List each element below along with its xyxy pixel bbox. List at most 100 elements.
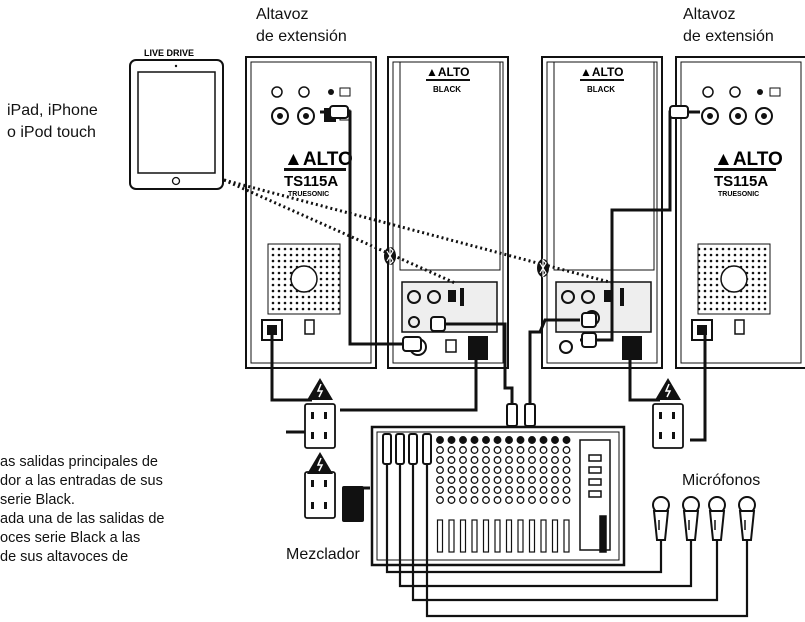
mixer-knob	[493, 496, 502, 504]
series-label-right: TRUESONIC	[718, 191, 759, 198]
live-drive-label: LIVE DRIVE	[144, 48, 194, 58]
mixer-knob	[539, 456, 548, 464]
instruction-line-4: ada una de las salidas de	[0, 511, 165, 527]
mixer-knob	[447, 496, 456, 504]
mixer-knob	[505, 476, 513, 484]
mixer-knob	[459, 486, 467, 494]
mixer-fader	[459, 519, 467, 553]
mixer-knob	[562, 486, 571, 494]
mixer-knob	[493, 456, 502, 464]
xlr-plugs	[329, 105, 689, 427]
mixer-knob	[436, 466, 444, 474]
mixer-knob	[551, 436, 559, 444]
speaker-branding-right: ▲ALTO TS115A TRUESONIC	[714, 149, 783, 198]
extension-speaker-right	[675, 56, 805, 369]
mixer-knob	[436, 446, 444, 454]
mixer-knob	[528, 496, 536, 504]
series-label-left: TRUESONIC	[288, 191, 329, 198]
mixer-knob	[493, 476, 502, 484]
mixer-knob	[562, 466, 571, 474]
brand-logo-black-right: ▲ALTO	[580, 65, 623, 79]
mixer-fader	[563, 519, 570, 553]
mixer-knob	[447, 436, 456, 444]
mixer-knob	[470, 456, 479, 464]
mixer-fader	[540, 519, 547, 553]
ext-left-label-line1: Altavoz	[256, 6, 309, 23]
mixer-knob	[447, 446, 456, 454]
mixer-knob	[436, 436, 444, 444]
mixer-knob	[551, 486, 559, 494]
mixer-knob	[562, 436, 571, 444]
instructions-text: as salidas principales de dor a las entr…	[0, 453, 234, 567]
mixer-knob	[562, 446, 571, 454]
mixer-knob	[436, 476, 444, 484]
mixer-knob	[482, 476, 490, 484]
brand-logo-right: ▲ALTO	[714, 149, 783, 170]
mixer-knob	[528, 476, 536, 484]
ext-right-label-line1: Altavoz	[683, 6, 736, 23]
mixer-knob	[505, 436, 513, 444]
mixer-knob	[516, 476, 525, 484]
black-speaker-left: ▲ALTO BLACK	[387, 56, 509, 369]
brand-logo-black-left: ▲ALTO	[426, 65, 469, 79]
mixer-knob	[447, 476, 456, 484]
mixer-knob	[562, 496, 571, 504]
mixer-knob	[551, 466, 559, 474]
mixer-knob	[470, 436, 479, 444]
mixer-knob	[551, 446, 559, 454]
ipad-device	[129, 59, 224, 190]
mixer-knob	[459, 456, 467, 464]
mixer-knobs	[436, 436, 571, 553]
mixer-knob	[528, 486, 536, 494]
mixer-label: Mezclador	[286, 546, 360, 563]
mixer-knob	[516, 456, 525, 464]
mixer-knob	[528, 456, 536, 464]
mixer-knob	[516, 436, 525, 444]
mixer-knob	[493, 486, 502, 494]
extension-speaker-left	[245, 56, 377, 369]
mixer-knob	[493, 436, 502, 444]
mixer-knob	[459, 496, 467, 504]
mixer-knob	[505, 486, 513, 494]
mixer-knob	[551, 496, 559, 504]
microphone-icon	[682, 496, 700, 541]
mixer-knob	[493, 446, 502, 454]
instruction-line-1: as salidas principales de	[0, 454, 158, 470]
mixer-knob	[459, 466, 467, 474]
mixer-knob	[470, 476, 479, 484]
mixer-knob	[505, 446, 513, 454]
mixer-knob	[528, 436, 536, 444]
mixer-knob	[436, 496, 444, 504]
mixer-fader	[551, 519, 559, 553]
mixer-fader	[494, 519, 501, 553]
ext-left-label-line2: de extensión	[256, 28, 347, 45]
mixer-knob	[539, 496, 548, 504]
mixer-knob	[436, 456, 444, 464]
mixer-knob	[482, 456, 490, 464]
mixer-knob	[447, 486, 456, 494]
mixer-knob	[539, 436, 548, 444]
outlet-sockets	[311, 412, 675, 522]
mixer-knob	[447, 456, 456, 464]
mixer-knob	[482, 466, 490, 474]
mixer-knob	[482, 496, 490, 504]
mixer-knob	[470, 466, 479, 474]
instruction-line-6: de sus altavoces de	[0, 549, 129, 565]
instruction-line-3: serie Black.	[0, 492, 75, 508]
mixer-knob	[539, 446, 548, 454]
mixer-knob	[528, 446, 536, 454]
microphones-group	[652, 496, 756, 541]
model-label-right: TS115A	[714, 173, 768, 190]
mixer-knob	[516, 486, 525, 494]
mixer-fader	[505, 519, 513, 553]
mixer-fader	[528, 519, 536, 553]
mixer-knob	[459, 446, 467, 454]
mixer-fader	[448, 519, 455, 553]
mixer-knob	[459, 436, 467, 444]
mixer-fader	[471, 519, 478, 553]
mixer-knob	[516, 466, 525, 474]
mixer-knob	[562, 456, 571, 464]
mixer-knob	[539, 486, 548, 494]
instruction-line-5: oces serie Black a las	[0, 530, 141, 546]
